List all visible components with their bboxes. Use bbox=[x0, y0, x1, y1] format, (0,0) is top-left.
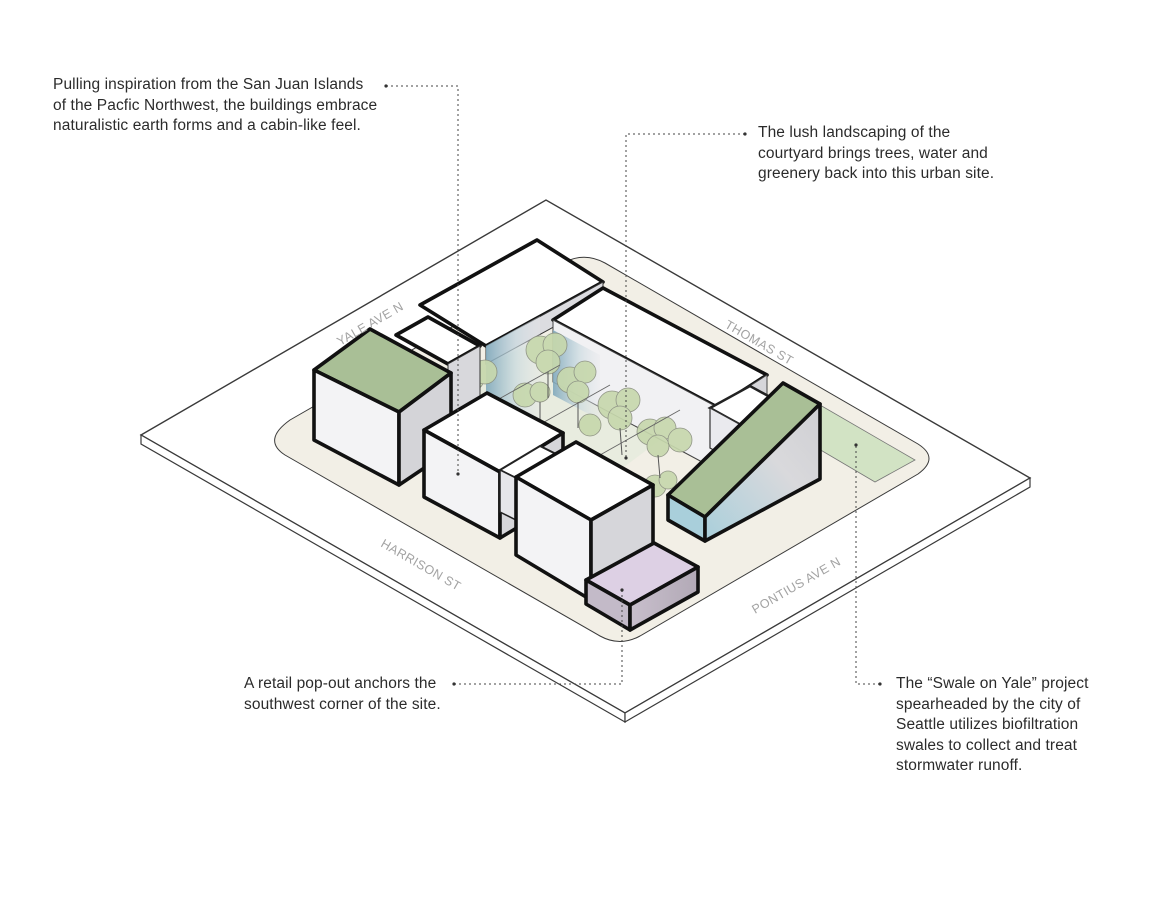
callout-line: stormwater runoff. bbox=[896, 757, 1023, 775]
callout-line: spearheaded by the city of bbox=[896, 695, 1081, 713]
callout-line: courtyard brings trees, water and bbox=[758, 144, 988, 162]
leader-retail bbox=[454, 590, 623, 685]
callout-leaders bbox=[384, 84, 882, 686]
retail-popout bbox=[584, 541, 700, 632]
callout-line: of the Pacfic Northwest, the buildings e… bbox=[53, 96, 378, 114]
callout-line: A retail pop-out anchors the bbox=[244, 675, 437, 692]
callout-line: The “Swale on Yale” project bbox=[896, 675, 1089, 692]
callout-retail: A retail pop-out anchors the southwest c… bbox=[244, 674, 441, 715]
leader-inspiration bbox=[386, 85, 459, 474]
callout-swale: The “Swale on Yale” project spearheaded … bbox=[896, 674, 1089, 777]
callout-line: swales to collect and treat bbox=[896, 736, 1078, 754]
building-south-tower bbox=[514, 440, 655, 602]
callout-line: naturalistic earth forms and a cabin-lik… bbox=[53, 117, 361, 135]
callout-line: The lush landscaping of the bbox=[758, 124, 951, 141]
callout-line: greenery back into this urban site. bbox=[758, 165, 995, 183]
callout-line: southwest corner of the site. bbox=[244, 695, 441, 713]
leader-landscaping bbox=[625, 133, 745, 458]
callout-line: Pulling inspiration from the San Juan Is… bbox=[53, 76, 364, 93]
callout-landscaping: The lush landscaping of the courtyard br… bbox=[758, 123, 994, 185]
callout-line: Seattle utilizes biofiltration bbox=[896, 716, 1079, 734]
building-east-green-roof bbox=[666, 381, 822, 543]
callout-inspiration: Pulling inspiration from the San Juan Is… bbox=[53, 75, 377, 137]
